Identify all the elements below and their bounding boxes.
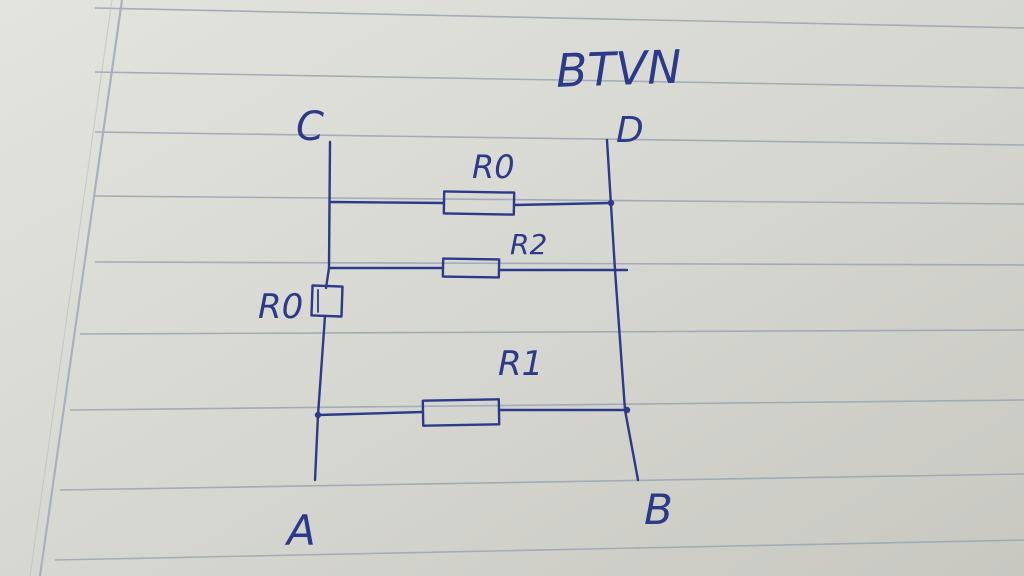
margin-line	[38, 0, 124, 576]
margin-line-inner	[29, 0, 113, 576]
resistor-bottom	[421, 398, 501, 427]
top-branch-wire-right	[512, 201, 613, 207]
resistor-label-middle: R2	[510, 228, 547, 261]
top-branch-wire-left	[328, 200, 446, 205]
resistor-label-left: R0	[258, 287, 303, 327]
resistor-left	[310, 284, 344, 318]
node-label-c: C	[296, 104, 324, 150]
bottom-branch-wire-left	[316, 410, 425, 417]
resistor-label-bottom: R1	[498, 344, 543, 384]
resistor-label-top: R0	[472, 148, 515, 186]
labels: BTVN C D A B R0 R2 R1 R0	[258, 40, 682, 555]
ruled-lines	[54, 7, 1024, 561]
resistor-top	[442, 190, 516, 216]
node-label-d: D	[616, 110, 644, 151]
node-dot-bottom-left	[314, 411, 322, 419]
node-dot-top-right	[607, 199, 615, 207]
resistor-middle	[441, 257, 501, 279]
node-label-b: B	[644, 485, 673, 534]
circuit-diagram	[310, 138, 640, 482]
node-label-a: A	[284, 506, 316, 555]
title-label: BTVN	[555, 40, 682, 98]
node-dot-bottom-right	[623, 406, 631, 414]
